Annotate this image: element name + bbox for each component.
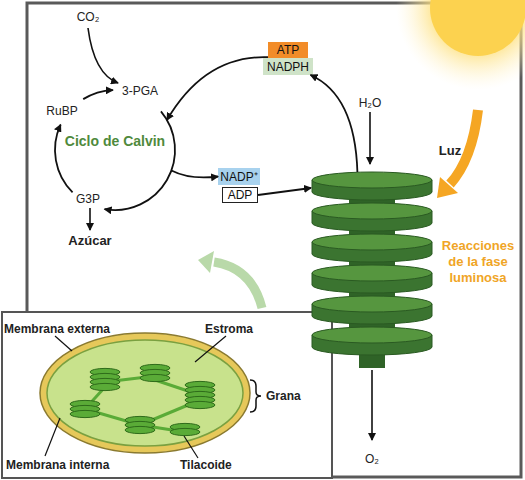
sugar-arrow — [89, 208, 91, 230]
disc-top — [312, 172, 432, 188]
disc-top — [312, 327, 432, 343]
sun-glow — [396, 0, 525, 90]
disc-top — [312, 296, 432, 312]
stack-outline — [311, 168, 433, 368]
formula-label: CO₂ — [77, 10, 100, 24]
connector-arrow — [167, 57, 268, 120]
nadp-box: NADP⁺ — [218, 168, 260, 185]
oxygen-arrow — [371, 370, 373, 440]
part-label: Membrana interna — [6, 458, 109, 472]
thylakoid-stack: Reacciones de la fase luminosa — [311, 168, 433, 368]
granum — [70, 400, 100, 417]
co2-arrow — [88, 28, 118, 83]
granum — [90, 368, 120, 390]
box-label: NADPH — [267, 59, 309, 75]
inner-membrane — [47, 340, 243, 446]
cycle-title: Ciclo de Calvin — [65, 133, 165, 149]
product-label: Azúcar — [68, 233, 111, 249]
outer-membrane — [40, 333, 250, 453]
formula-label: O₂ — [365, 452, 379, 466]
thylakoid-disc — [185, 401, 215, 408]
leader-line — [45, 418, 60, 456]
leader-line — [55, 336, 72, 351]
granum — [125, 416, 155, 433]
granum — [170, 423, 200, 435]
formula-label: H₂O — [359, 96, 382, 110]
part-label: Grana — [266, 389, 301, 403]
part-label: Membrana externa — [4, 322, 110, 336]
box-label: NADP⁺ — [220, 169, 257, 185]
box-label: ATP — [277, 42, 299, 58]
molecule-label: 3-PGA — [122, 84, 158, 98]
grana-bracket — [250, 380, 261, 412]
nadph-box: NADPH — [263, 58, 313, 75]
part-label: Tilacoide — [180, 458, 232, 472]
light-arrow-head — [437, 177, 458, 198]
cycle-arc — [105, 111, 175, 210]
light-label: Luz — [439, 143, 461, 159]
disc-top — [312, 234, 432, 250]
disc-top — [312, 203, 432, 219]
granum — [140, 364, 170, 381]
lamellae — [85, 376, 200, 432]
phase-title: Reacciones de la fase luminosa — [433, 238, 523, 286]
molecule-label: G3P — [76, 192, 100, 206]
leader-line — [184, 436, 198, 458]
cycle-arc — [83, 90, 113, 99]
box-label: ADP — [228, 188, 253, 202]
zoom-arrow — [214, 262, 262, 308]
thylakoid-disc — [170, 428, 200, 435]
thylakoid-disc — [90, 383, 120, 390]
thylakoid-disc — [125, 426, 155, 433]
atp-box: ATP — [268, 42, 308, 58]
disc-top — [312, 265, 432, 281]
adp-box: ADP — [222, 187, 258, 203]
molecule-label: RuBP — [46, 104, 77, 118]
connector-arrow — [171, 171, 218, 178]
connector-arrow — [258, 188, 311, 195]
zoom-arrow-head — [198, 251, 214, 273]
inset-frame — [2, 312, 332, 478]
connector-arrow — [311, 75, 358, 172]
water-arrow — [369, 112, 371, 164]
thylakoid-disc — [140, 374, 170, 381]
sun — [430, 0, 525, 56]
thylakoid-disc — [70, 410, 100, 417]
leader-line — [195, 336, 226, 362]
granum — [185, 381, 215, 408]
part-label: Estroma — [205, 322, 253, 336]
